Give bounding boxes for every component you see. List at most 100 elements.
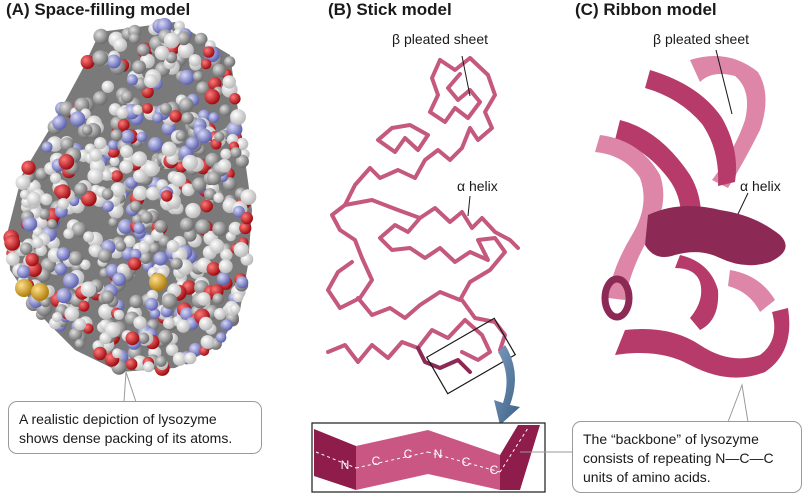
- atom-sphere: [112, 348, 123, 359]
- callout-c-line: The “backbone” of lysozyme: [583, 431, 759, 447]
- atom-sphere: [110, 129, 123, 142]
- atom-sphere: [158, 329, 173, 345]
- atom-sphere: [113, 309, 125, 320]
- atom-sphere: [216, 272, 230, 286]
- atom-sphere: [233, 242, 249, 258]
- atom-sphere: [159, 102, 172, 116]
- atom-sphere: [64, 306, 80, 322]
- atom-sphere: [25, 252, 39, 267]
- atom-sphere: [155, 355, 167, 367]
- atom-sphere: [236, 276, 249, 289]
- atom-sphere: [197, 128, 212, 144]
- atom-sphere: [120, 90, 134, 104]
- atom-sphere: [184, 352, 197, 365]
- atom-sphere: [154, 45, 170, 61]
- atom-sphere: [195, 219, 211, 235]
- atom-sphere: [27, 191, 41, 206]
- atom-sphere: [102, 200, 114, 212]
- atom-sphere: [109, 156, 120, 167]
- atom-sphere: [143, 161, 160, 177]
- leader-c-helix: [737, 192, 749, 215]
- leader-c-sheet: [715, 49, 733, 115]
- atom-sphere: [128, 32, 141, 44]
- backbone-inset: N C C N C C: [311, 422, 546, 493]
- atom-sphere: [143, 361, 155, 373]
- atom-sphere: [126, 74, 138, 86]
- atom-sphere: [132, 185, 148, 201]
- atom-sphere: [137, 332, 150, 345]
- atom-sphere: [117, 119, 130, 131]
- atom-sphere: [161, 141, 177, 157]
- backbone-letter: N: [341, 458, 350, 472]
- atom-sphere: [176, 319, 190, 333]
- atom-sphere: [4, 235, 21, 251]
- atom-sphere: [165, 343, 179, 356]
- callout-a: A realistic depiction of lysozyme shows …: [8, 401, 262, 454]
- atom-sphere: [224, 56, 236, 68]
- atom-sphere: [214, 131, 225, 142]
- atom-sphere: [120, 145, 133, 158]
- atom-sphere: [200, 199, 213, 213]
- atom-sphere: [21, 160, 36, 175]
- callout-a-line: A realistic depiction of lysozyme: [19, 411, 217, 427]
- atom-sphere: [229, 93, 241, 105]
- atom-sphere: [220, 148, 232, 160]
- atom-sphere: [120, 129, 135, 144]
- callout-c-line: units of amino acids.: [583, 469, 711, 485]
- atom-sphere: [176, 31, 191, 46]
- atom-sphere: [228, 221, 243, 236]
- atom-sphere: [101, 188, 114, 200]
- atom-sphere: [52, 312, 63, 323]
- panel-b-title: (B) Stick model: [328, 0, 452, 19]
- atom-sphere: [46, 219, 58, 230]
- atom-sphere: [152, 112, 164, 123]
- atom-sphere: [149, 308, 161, 319]
- ribbon-model: [595, 56, 790, 378]
- atom-sphere: [56, 247, 71, 261]
- atom-sphere: [172, 352, 187, 366]
- stick-sheet-label: β pleated sheet: [392, 31, 489, 47]
- atom-sphere: [112, 272, 126, 287]
- atom-sphere: [217, 159, 232, 173]
- atom-sphere: [118, 219, 133, 234]
- atom-sphere: [192, 177, 207, 192]
- atom-sphere: [92, 50, 109, 67]
- atom-sphere: [146, 186, 160, 201]
- atom-sphere: [108, 217, 119, 228]
- atom-sphere: [125, 331, 140, 346]
- atom-sphere: [22, 216, 38, 232]
- atom-sphere: [177, 42, 194, 59]
- atom-sphere: [133, 316, 147, 330]
- atom-sphere: [214, 307, 226, 320]
- atom-sphere: [219, 104, 231, 116]
- leader-b-helix: [467, 195, 471, 217]
- backbone-letter: C: [490, 463, 499, 477]
- atom-sphere: [139, 251, 152, 264]
- atom-sphere: [74, 318, 87, 331]
- atom-sphere: [52, 115, 67, 131]
- atom-sphere: [148, 137, 163, 152]
- atom-sphere: [32, 226, 43, 237]
- atom-sphere: [129, 200, 142, 213]
- atom-sphere: [132, 60, 146, 75]
- atom-sphere: [97, 248, 112, 263]
- atom-sphere: [80, 281, 97, 298]
- stick-helix-label: α helix: [457, 178, 498, 194]
- atom-sphere: [163, 317, 175, 330]
- atom-sphere: [161, 190, 173, 202]
- atom-sphere: [87, 168, 104, 185]
- atom-sphere: [58, 154, 75, 170]
- atom-sphere: [171, 172, 187, 187]
- atom-sphere: [113, 37, 128, 52]
- atom-sphere: [206, 171, 221, 186]
- atom-sphere: [179, 97, 194, 113]
- atom-sphere: [101, 80, 115, 94]
- atom-sphere: [19, 242, 33, 255]
- atom-sphere: [93, 91, 108, 106]
- zoom-arrow: [494, 345, 520, 425]
- atom-sphere: [148, 242, 160, 254]
- atom-sphere: [204, 188, 217, 201]
- atom-sphere: [230, 109, 246, 125]
- atom-sphere: [55, 184, 71, 200]
